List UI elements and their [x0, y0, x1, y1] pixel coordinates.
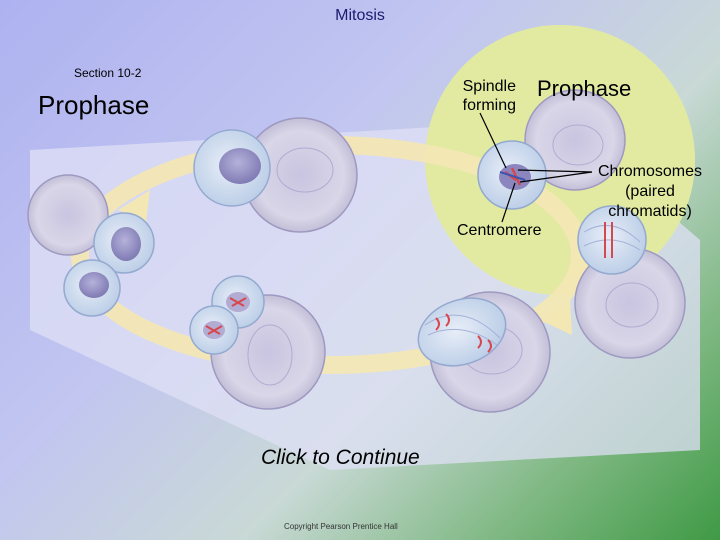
spindle-label-line-1: Spindle: [462, 78, 516, 95]
centromere-label: Centromere: [457, 222, 542, 239]
cell-prophase: [477, 140, 547, 210]
chromosomes-label-line-2: (paired: [625, 183, 675, 200]
cell-interphase: [193, 129, 271, 207]
spindle-label-line-2: forming: [462, 97, 516, 114]
micrograph-left: [27, 174, 109, 256]
cell-metaphase: [577, 205, 647, 275]
stage-heading: Prophase: [38, 90, 150, 120]
chromosomes-label: Chromosomes (paired chromatids): [582, 162, 718, 222]
copyright-notice: Copyright Pearson Prentice Hall: [284, 522, 398, 531]
page-title: Mitosis: [335, 7, 385, 24]
continue-button[interactable]: Click to Continue: [261, 446, 420, 469]
prophase-stage-label: Prophase: [537, 76, 632, 101]
section-label: Section 10-2: [74, 66, 142, 80]
cell-telophase-bottom: [189, 305, 239, 355]
cell-anaphase: [417, 297, 507, 367]
chromosomes-label-line-1: Chromosomes: [597, 163, 703, 180]
cell-left-daughter-bottom: [63, 259, 121, 317]
arrow-head-left: [118, 190, 150, 222]
spindle-forming-label: Spindle forming: [430, 77, 516, 115]
micrograph-prophase: [524, 89, 626, 191]
arrow-head-bottom: [540, 300, 572, 335]
cell-left-daughter-top: [93, 212, 155, 274]
label-leader-lines: [479, 112, 593, 223]
chromosomes-label-line-3: chromatids): [608, 203, 692, 220]
